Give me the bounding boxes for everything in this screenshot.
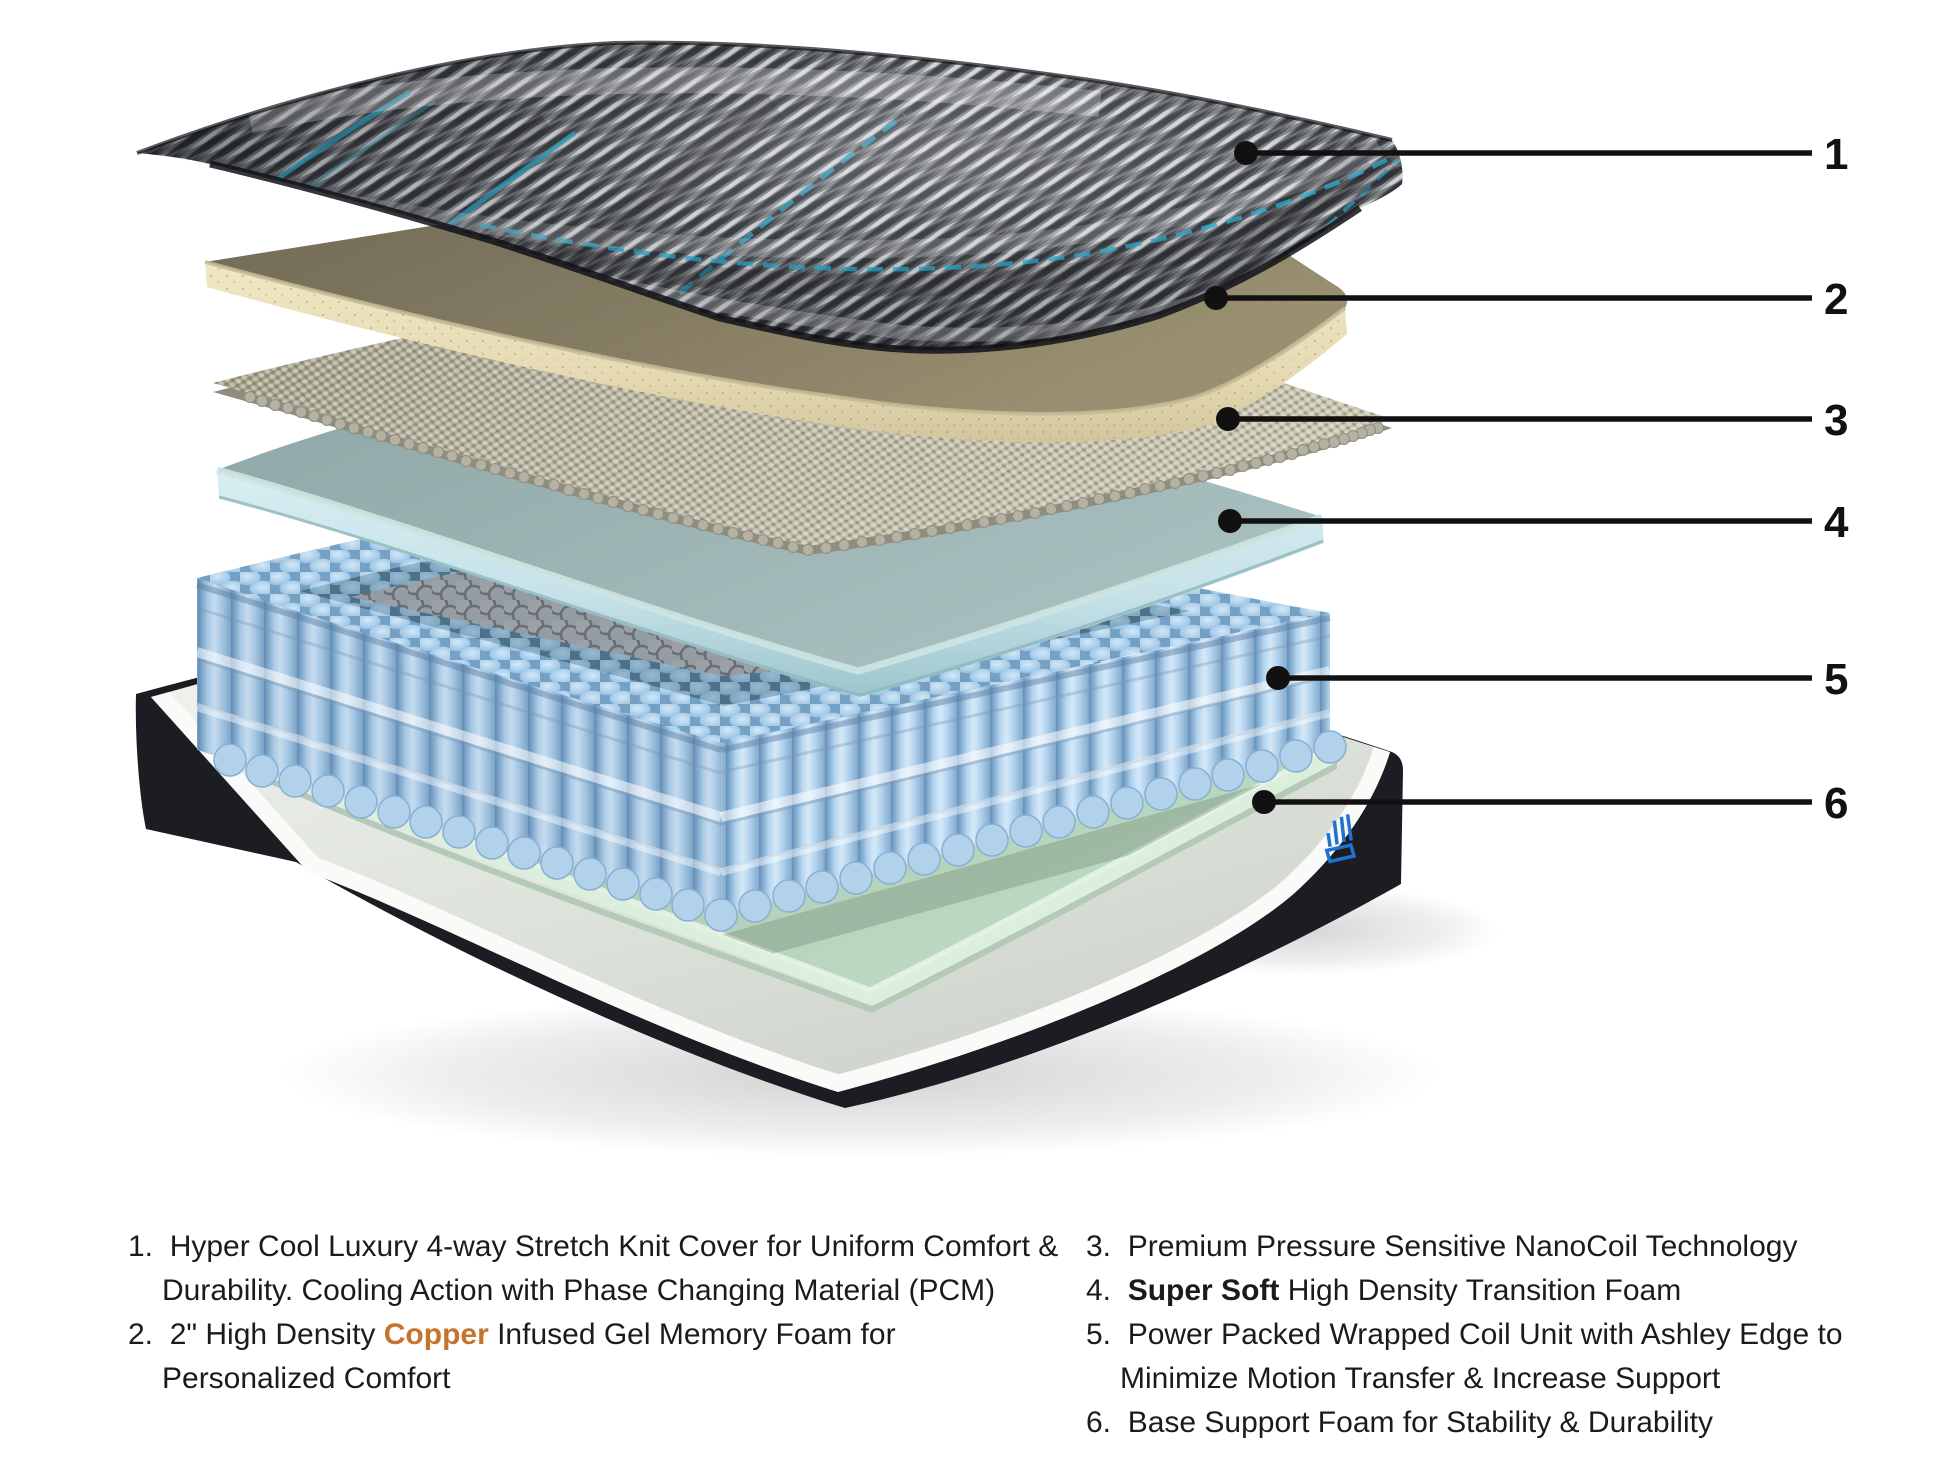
svg-text:5: 5	[1824, 655, 1848, 704]
svg-text:6: 6	[1824, 779, 1848, 828]
svg-text:2: 2	[1824, 275, 1848, 324]
svg-text:4: 4	[1824, 498, 1849, 547]
svg-text:1: 1	[1824, 130, 1848, 179]
svg-text:3: 3	[1824, 396, 1848, 445]
